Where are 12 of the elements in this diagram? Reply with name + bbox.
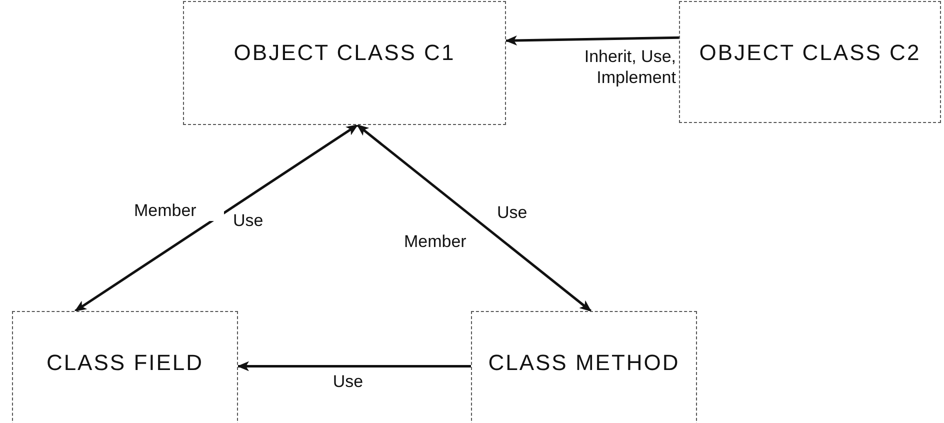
class-box bbox=[471, 311, 697, 423]
class-box bbox=[679, 1, 941, 123]
class-name: OBJECT CLASS C2 bbox=[698, 40, 922, 65]
arrow bbox=[356, 124, 592, 312]
class-box bbox=[12, 311, 238, 423]
arrow bbox=[505, 35, 680, 46]
arrow bbox=[237, 361, 471, 372]
class-name: CLASS FIELD bbox=[45, 350, 205, 375]
class-box bbox=[183, 1, 506, 125]
arrow bbox=[74, 124, 358, 312]
class-name: OBJECT CLASS C1 bbox=[232, 40, 456, 65]
class-name: CLASS METHOD bbox=[487, 350, 681, 375]
